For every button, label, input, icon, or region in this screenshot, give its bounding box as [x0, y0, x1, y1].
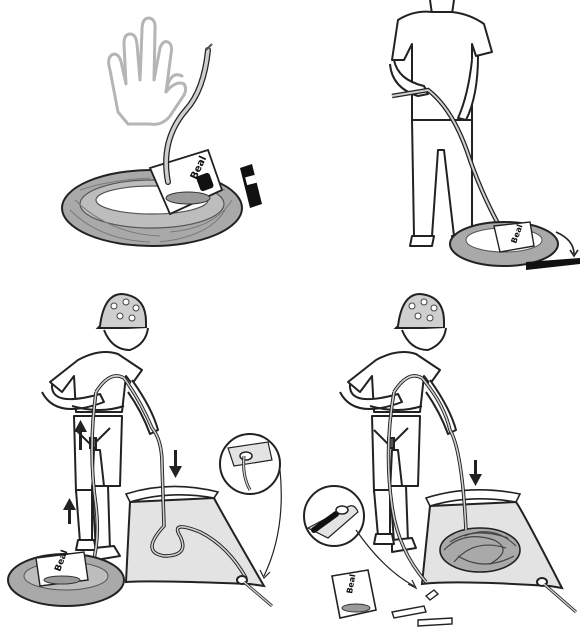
- panel-step-3: Beal: [0, 280, 294, 635]
- person-icon: [390, 0, 492, 246]
- strap-icon: [240, 164, 262, 208]
- panel-step-2: Beal: [294, 0, 588, 280]
- rope-coil-icon: [62, 150, 242, 246]
- rope-pile-icon: [440, 528, 520, 572]
- arrow-down-icon: [169, 450, 182, 478]
- rope-coil-icon: Beal: [450, 222, 558, 266]
- arrow-down-icon: [469, 460, 482, 486]
- curved-arrow-icon: [556, 232, 578, 256]
- helmet-icon: [98, 294, 148, 350]
- loose-strap-icon: [392, 590, 452, 626]
- panel-step-1: Beal: [0, 0, 294, 280]
- ok-hand-icon: [109, 18, 186, 124]
- arrow-up-icon: [63, 498, 76, 524]
- panel-step-4: Beal: [294, 280, 588, 635]
- loose-band-icon: Beal: [332, 570, 376, 618]
- helmet-icon: [396, 294, 446, 350]
